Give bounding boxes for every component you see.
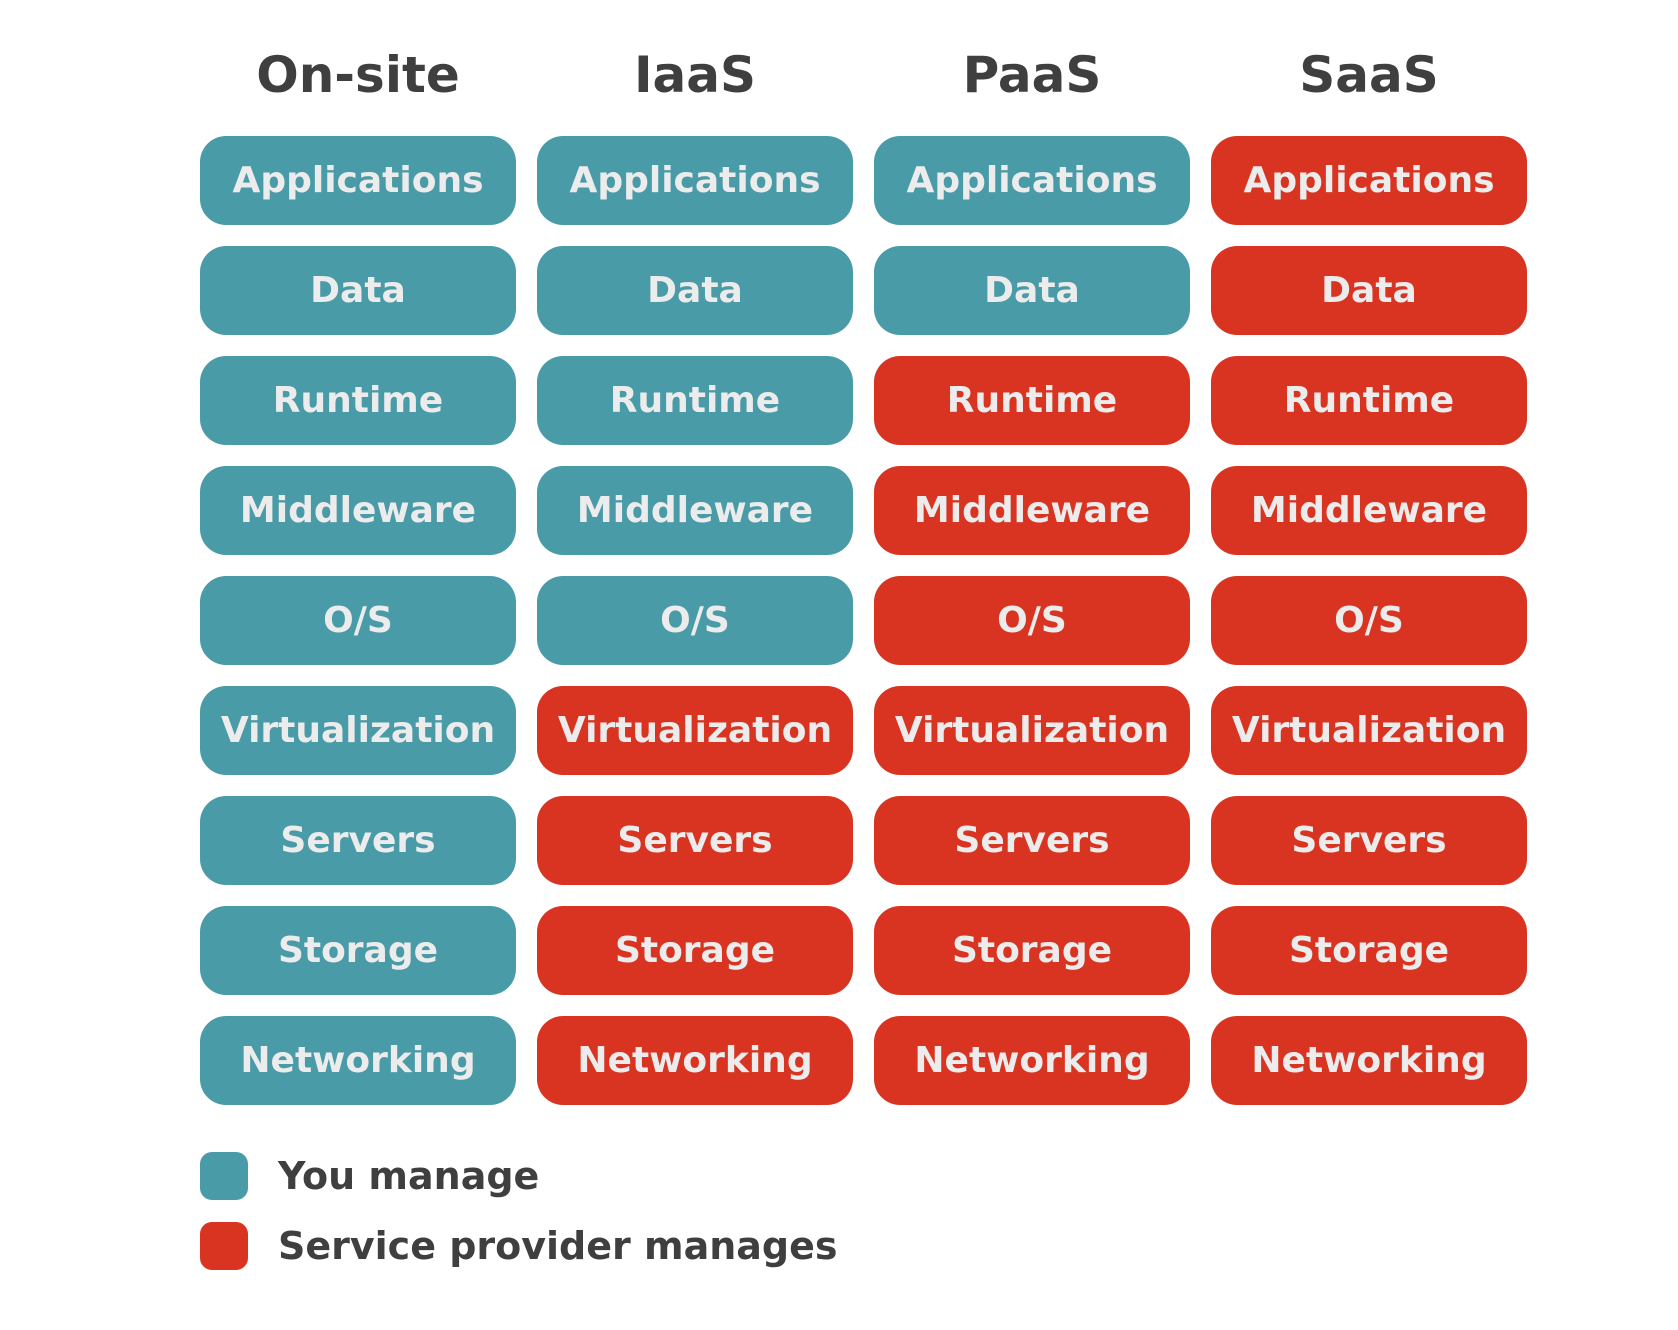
- layer-os: O/S: [537, 576, 853, 665]
- layer-networking: Networking: [200, 1016, 516, 1105]
- layer-servers: Servers: [537, 796, 853, 885]
- layer-runtime: Runtime: [537, 356, 853, 445]
- layer-applications: Applications: [1211, 136, 1527, 225]
- layer-servers: Servers: [1211, 796, 1527, 885]
- layer-data: Data: [537, 246, 853, 335]
- layer-applications: Applications: [537, 136, 853, 225]
- legend-item-you-manage: You manage: [200, 1152, 838, 1200]
- layer-storage: Storage: [537, 906, 853, 995]
- column-title: PaaS: [962, 46, 1102, 104]
- layer-networking: Networking: [537, 1016, 853, 1105]
- layer-os: O/S: [1211, 576, 1527, 665]
- legend-swatch-you-manage: [200, 1152, 248, 1200]
- layer-middleware: Middleware: [874, 466, 1190, 555]
- layer-servers: Servers: [874, 796, 1190, 885]
- legend-swatch-provider-manages: [200, 1222, 248, 1270]
- layer-virtualization: Virtualization: [874, 686, 1190, 775]
- layer-middleware: Middleware: [1211, 466, 1527, 555]
- layer-applications: Applications: [874, 136, 1190, 225]
- layer-storage: Storage: [200, 906, 516, 995]
- layer-data: Data: [200, 246, 516, 335]
- layer-virtualization: Virtualization: [1211, 686, 1527, 775]
- legend-label: Service provider manages: [278, 1224, 838, 1268]
- layer-networking: Networking: [1211, 1016, 1527, 1105]
- legend: You manage Service provider manages: [200, 1152, 838, 1270]
- layer-virtualization: Virtualization: [200, 686, 516, 775]
- legend-item-provider-manages: Service provider manages: [200, 1222, 838, 1270]
- layer-runtime: Runtime: [200, 356, 516, 445]
- legend-label: You manage: [278, 1154, 540, 1198]
- layer-data: Data: [1211, 246, 1527, 335]
- layer-data: Data: [874, 246, 1190, 335]
- layer-runtime: Runtime: [874, 356, 1190, 445]
- responsibility-grid: On-site Applications Data Runtime Middle…: [200, 40, 1527, 1105]
- column-title: IaaS: [633, 46, 757, 104]
- column-title: On-site: [256, 46, 460, 104]
- column-iaas: IaaS Applications Data Runtime Middlewar…: [537, 40, 853, 1105]
- column-cells: Applications Data Runtime Middleware O/S…: [1211, 136, 1527, 1105]
- column-cells: Applications Data Runtime Middleware O/S…: [874, 136, 1190, 1105]
- layer-os: O/S: [874, 576, 1190, 665]
- layer-middleware: Middleware: [200, 466, 516, 555]
- layer-os: O/S: [200, 576, 516, 665]
- column-cells: Applications Data Runtime Middleware O/S…: [537, 136, 853, 1105]
- layer-middleware: Middleware: [537, 466, 853, 555]
- column-saas: SaaS Applications Data Runtime Middlewar…: [1211, 40, 1527, 1105]
- layer-servers: Servers: [200, 796, 516, 885]
- layer-storage: Storage: [874, 906, 1190, 995]
- layer-virtualization: Virtualization: [537, 686, 853, 775]
- column-cells: Applications Data Runtime Middleware O/S…: [200, 136, 516, 1105]
- layer-applications: Applications: [200, 136, 516, 225]
- layer-runtime: Runtime: [1211, 356, 1527, 445]
- layer-networking: Networking: [874, 1016, 1190, 1105]
- column-on-site: On-site Applications Data Runtime Middle…: [200, 40, 516, 1105]
- column-paas: PaaS Applications Data Runtime Middlewar…: [874, 40, 1190, 1105]
- layer-storage: Storage: [1211, 906, 1527, 995]
- column-title: SaaS: [1299, 46, 1439, 104]
